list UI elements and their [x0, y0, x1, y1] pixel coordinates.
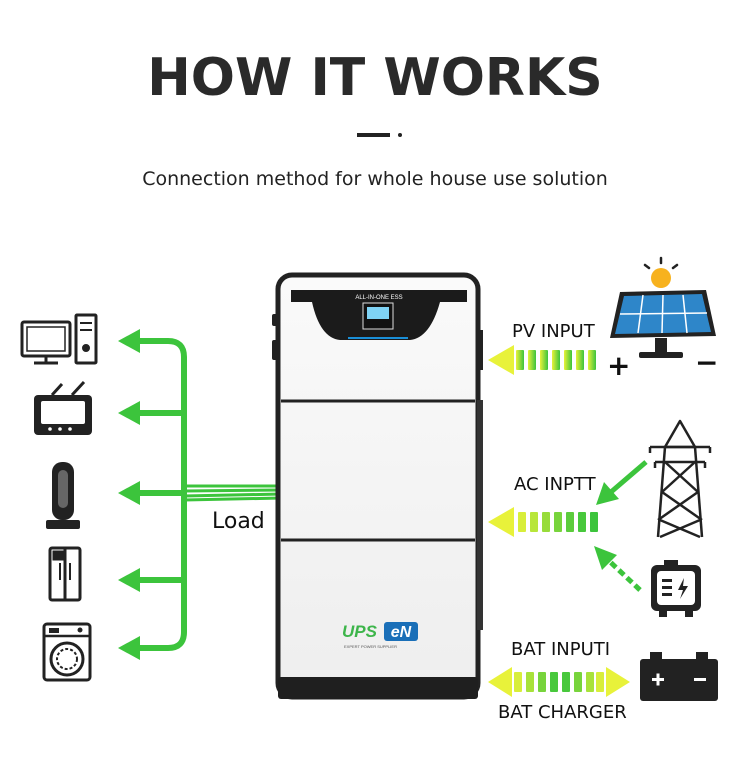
pv-input-label: PV INPUT [512, 321, 595, 342]
tv-icon [34, 380, 92, 435]
computer-icon [20, 313, 98, 365]
generator-feed-arrow [594, 546, 642, 592]
brand-right: eN [391, 624, 412, 641]
brand-tagline: EXPERT POWER SUPPLIER [344, 644, 397, 649]
solar-panel-icon [610, 256, 716, 358]
ac-input-arrow [488, 507, 598, 537]
ess-device [272, 272, 483, 700]
generator-icon [651, 560, 701, 617]
grid-feed-arrow [596, 460, 648, 505]
load-distribution-arrows [135, 338, 187, 651]
page-subtitle: Connection method for whole house use so… [142, 168, 608, 190]
bat-input-label: BAT INPUTI [511, 639, 611, 660]
tower-fan-icon [46, 462, 80, 529]
panel-label: ALL-IN-ONE ESS [355, 295, 402, 301]
transmission-tower-icon [648, 419, 712, 539]
pv-minus: − [695, 346, 718, 379]
washing-machine-icon [42, 622, 92, 682]
load-feed-line [183, 484, 283, 502]
page-title: HOW IT WORKS [147, 48, 603, 108]
load-label: Load [212, 509, 265, 534]
bat-charger-label: BAT CHARGER [498, 702, 627, 723]
title-divider [357, 133, 402, 137]
battery-bidirectional-arrow [488, 667, 630, 697]
ac-input-label: AC INPTT [514, 474, 596, 495]
brand-left: UPS [342, 622, 378, 641]
load-arrowheads [118, 329, 140, 660]
pv-input-arrow [488, 345, 596, 375]
battery-icon [640, 652, 718, 701]
refrigerator-icon [48, 546, 82, 602]
brand-logo: UPS eN EXPERT POWER SUPPLIER [342, 622, 418, 649]
pv-plus: + [607, 349, 630, 382]
